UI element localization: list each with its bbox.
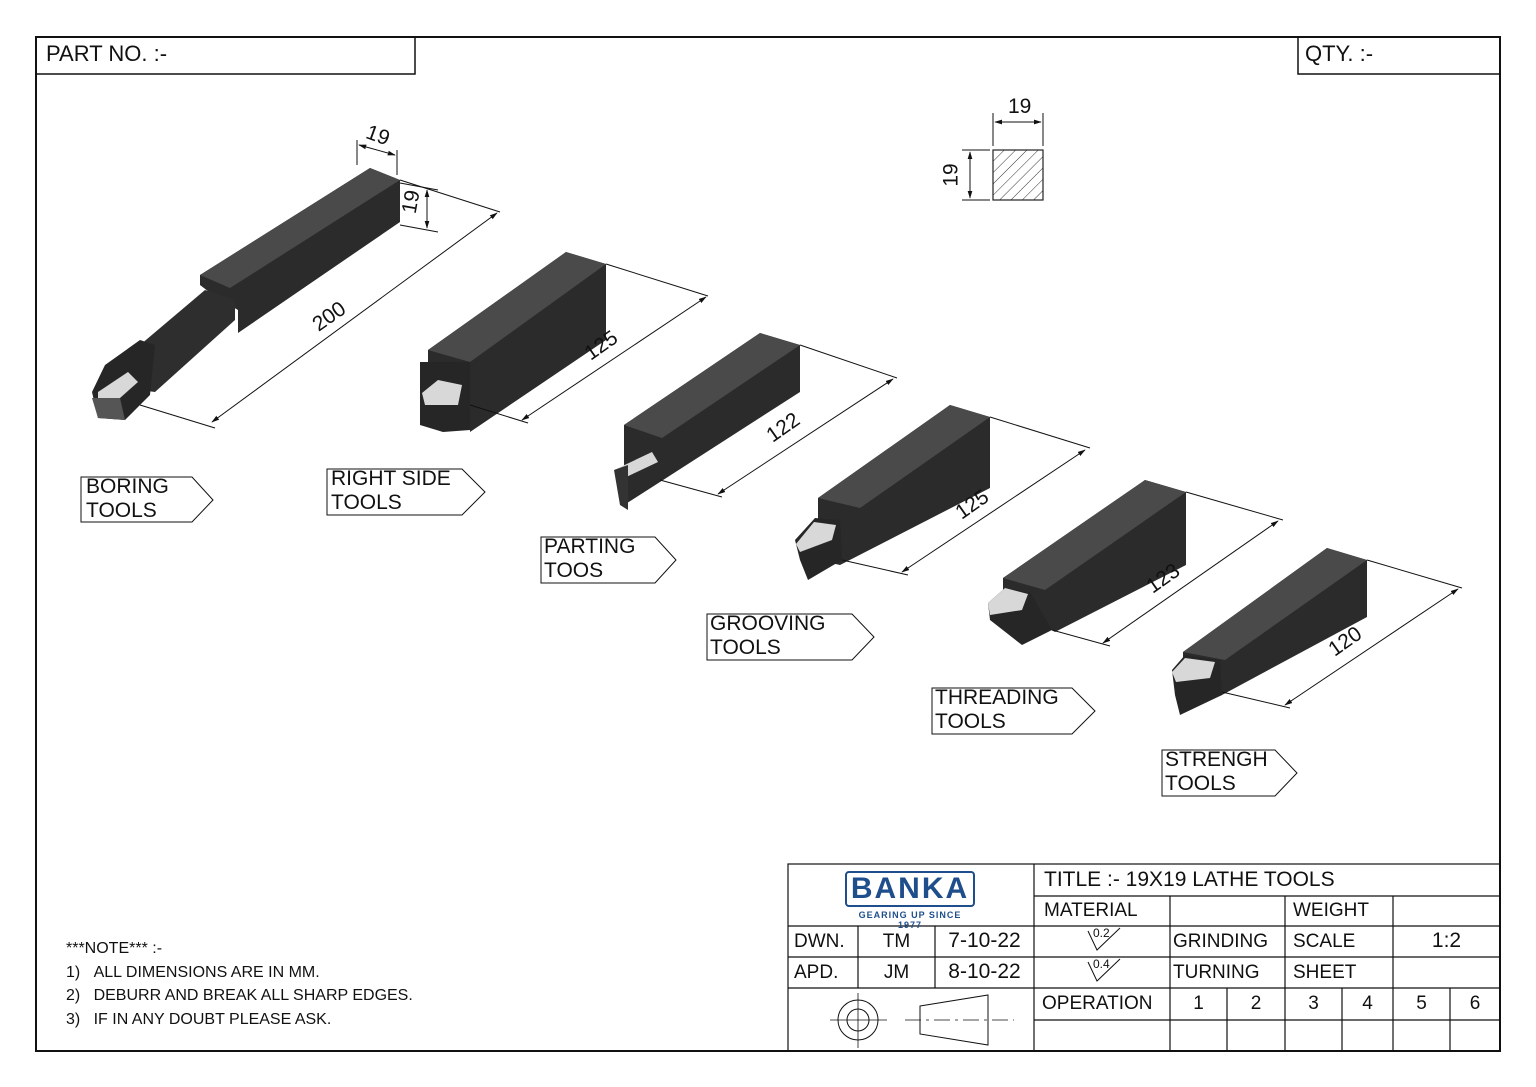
- scale-value: 1:2: [1431, 929, 1462, 952]
- roughness-1: 0.2: [1093, 926, 1110, 940]
- notes-heading: ***NOTE*** :-: [66, 940, 163, 957]
- projection-symbol-icon: [830, 993, 1014, 1048]
- part-no-box: [36, 37, 416, 75]
- grooving-tool-body: [795, 405, 990, 580]
- logo-tagline: GEARING UP SINCE 1977: [858, 910, 962, 930]
- dwn-label: DWN.: [794, 931, 845, 952]
- roughness-icon: [1087, 958, 1121, 982]
- qty-label: QTY. :-: [1305, 41, 1374, 66]
- operation-cell: 4: [1362, 993, 1373, 1014]
- sheet-label: SHEET: [1293, 962, 1357, 983]
- section-height-value: 19: [939, 163, 963, 187]
- strength-dims: [1221, 559, 1463, 709]
- operation-label: OPERATION: [1042, 993, 1153, 1014]
- weight-label: WEIGHT: [1293, 900, 1369, 921]
- drawing-title: TITLE :- 19X19 LATHE TOOLS: [1044, 868, 1335, 891]
- operation-cell: 6: [1469, 993, 1481, 1014]
- boring-dims: [139, 140, 501, 429]
- operation-cell: 3: [1308, 993, 1319, 1014]
- parting-flag: [540, 536, 677, 584]
- turning-label: TURNING: [1173, 962, 1260, 983]
- dwn-by: TM: [882, 931, 911, 952]
- section-width-value: 19: [1008, 95, 1032, 118]
- threading-tool-body: [988, 480, 1186, 645]
- parting-dims: [659, 344, 898, 498]
- strength-flag: [1161, 749, 1298, 797]
- operation-cell: 5: [1416, 993, 1427, 1014]
- apd-date: 8-10-22: [948, 960, 1021, 983]
- note-item: 3) IF IN ANY DOUBT PLEASE ASK.: [66, 1010, 332, 1028]
- right-side-dims: [469, 263, 709, 424]
- note-item: 1) ALL DIMENSIONS ARE IN MM.: [66, 963, 320, 981]
- boring-flag: [80, 476, 214, 523]
- part-no-label: PART NO. :-: [46, 41, 168, 66]
- threading-flag: [931, 687, 1096, 735]
- threading-dims: [1051, 491, 1284, 647]
- company-logo: BANKA GEARING UP SINCE 1977: [845, 871, 975, 930]
- scale-label: SCALE: [1293, 931, 1356, 952]
- operation-cell: 1: [1193, 993, 1204, 1014]
- note-item: 2) DEBURR AND BREAK ALL SHARP EDGES.: [66, 987, 413, 1004]
- operation-cell: 2: [1250, 993, 1262, 1014]
- apd-label: APD.: [794, 962, 839, 983]
- qty-box: [1297, 37, 1500, 75]
- roughness-icon: [1087, 927, 1121, 951]
- roughness-2: 0.4: [1093, 957, 1110, 971]
- sheet-border: [35, 36, 1501, 1052]
- parting-tool-body: [614, 333, 800, 510]
- grinding-label: GRINDING: [1173, 931, 1268, 952]
- dwn-date: 7-10-22: [948, 929, 1021, 952]
- title-block-grid: [787, 863, 1501, 1052]
- right-side-flag: [326, 468, 486, 516]
- notes: ***NOTE*** :- 1) ALL DIMENSIONS ARE IN M…: [66, 937, 413, 1031]
- boring-height-value: 19: [397, 188, 425, 216]
- logo-wordmark: BANKA: [845, 871, 975, 907]
- grooving-dims: [841, 416, 1091, 576]
- right-side-tool-body: [420, 252, 606, 432]
- apd-by: JM: [883, 962, 910, 983]
- cross-section: [962, 113, 1044, 201]
- boring-tool-body: [92, 168, 400, 420]
- grooving-flag: [706, 613, 875, 661]
- material-label: MATERIAL: [1044, 900, 1138, 921]
